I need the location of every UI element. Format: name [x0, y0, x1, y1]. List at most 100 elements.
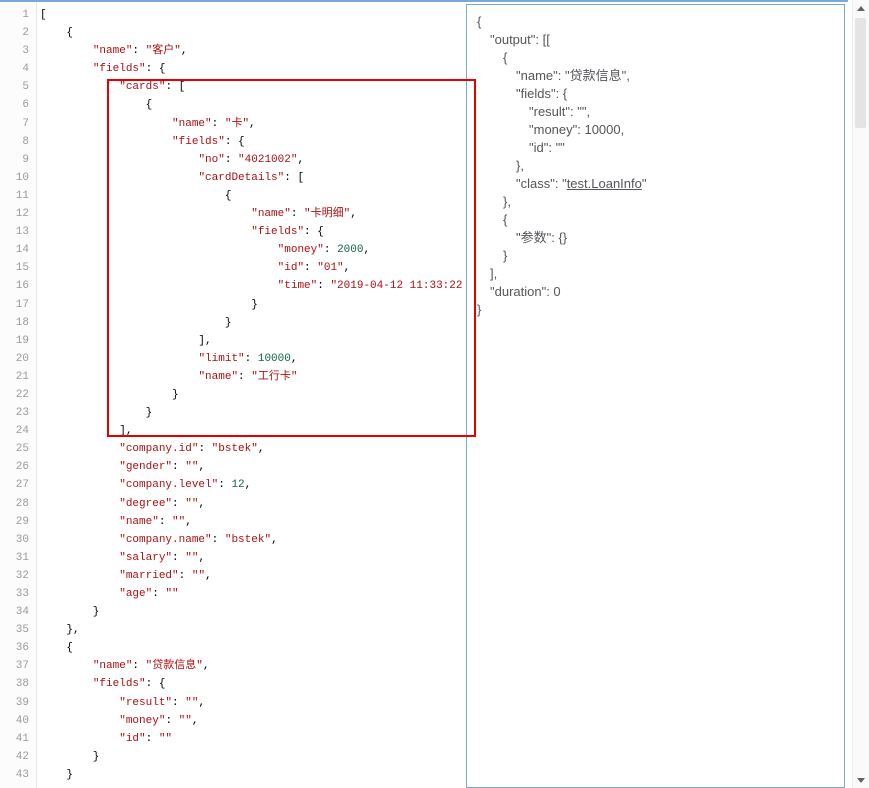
code-token: 10000 — [257, 352, 291, 365]
code-token: , — [180, 45, 188, 58]
code-token: : { — [224, 135, 245, 148]
line-number: 8 — [22, 135, 29, 148]
code-token: "2019-04-12 11:33:22" — [330, 280, 464, 293]
code-token: "" — [178, 714, 192, 727]
code-token: "" — [158, 732, 173, 745]
output-token: "参数": {} — [516, 230, 568, 245]
line-number: 20 — [15, 352, 29, 365]
scroll-down-button[interactable] — [853, 772, 869, 788]
page-scrollbar[interactable] — [852, 0, 869, 788]
output-line: "result": "", — [477, 103, 834, 121]
line-number: 30 — [15, 533, 29, 546]
code-token: "" — [185, 551, 199, 564]
line-number: 43 — [15, 768, 29, 781]
output-line: "参数": {} — [477, 229, 834, 247]
line-number: 2 — [22, 27, 29, 40]
output-token: "result": "", — [529, 104, 591, 119]
code-token: "gender" — [119, 461, 173, 474]
code-token: "工行卡" — [251, 370, 298, 383]
panel-top-border — [0, 0, 848, 2]
code-line: "money": "", — [40, 712, 464, 730]
class-link[interactable]: test.LoanInfo — [566, 176, 642, 191]
line-number: 10 — [15, 171, 29, 184]
editor-code[interactable]: [ { "name": "客户", "fields": { "cards": [… — [37, 2, 464, 788]
code-token — [40, 552, 119, 564]
line-number: 35 — [15, 624, 29, 637]
code-line: "limit": 10000, — [40, 350, 464, 368]
line-number: 40 — [15, 714, 29, 727]
code-token: , — [191, 714, 199, 727]
line-number: 42 — [15, 750, 29, 763]
code-token: "fields" — [172, 135, 225, 148]
code-token: , — [290, 352, 298, 365]
code-token: "name" — [92, 45, 133, 58]
code-line: "fields": { — [40, 223, 464, 241]
code-token: "" — [185, 497, 199, 510]
code-line: "fields": { — [40, 60, 464, 78]
line-number: 18 — [15, 316, 29, 329]
code-token: : — [158, 515, 173, 528]
code-token: : — [178, 569, 192, 582]
code-line: "id": "01", — [40, 259, 464, 277]
code-token: , — [244, 479, 252, 492]
scroll-up-button[interactable] — [853, 0, 869, 16]
line-number: 16 — [15, 280, 29, 293]
code-token: , — [271, 533, 278, 546]
code-token: "cards" — [119, 81, 166, 94]
code-token — [40, 443, 119, 455]
code-token: { — [40, 189, 232, 202]
code-line: } — [40, 386, 464, 404]
code-line: { — [40, 24, 464, 42]
output-content: {"output": [[{"name": "贷款信息","fields": {… — [477, 13, 834, 319]
code-line: "age": "" — [40, 585, 464, 603]
line-number: 25 — [15, 443, 29, 456]
output-line: "fields": { — [477, 85, 834, 103]
scrollbar-thumb[interactable] — [855, 18, 866, 128]
code-token — [40, 461, 119, 473]
code-line: "name": "卡", — [40, 115, 464, 133]
code-token — [40, 136, 172, 148]
line-number: 21 — [15, 370, 29, 383]
code-line: } — [40, 766, 464, 784]
line-number: 14 — [15, 244, 29, 257]
line-number: 26 — [15, 461, 29, 474]
output-line: "output": [[ — [477, 31, 834, 49]
output-token: ], — [490, 266, 498, 281]
code-token: "company.name" — [119, 533, 212, 546]
output-token: }, — [503, 194, 511, 209]
code-token: : — [244, 352, 258, 365]
code-token: : — [211, 533, 225, 546]
code-token: 2000 — [337, 244, 364, 257]
code-line: "fields": { — [40, 675, 464, 693]
code-token: "客户" — [145, 45, 181, 58]
code-token: : { — [304, 226, 324, 239]
code-token: : — [145, 732, 159, 745]
code-token: : — [211, 117, 225, 130]
output-token: "fields": { — [516, 86, 568, 101]
output-token: } — [503, 248, 508, 263]
code-token: "贷款信息" — [145, 660, 203, 673]
arrow-up-icon — [857, 5, 865, 11]
code-token: , — [198, 551, 206, 564]
scrollbar-track[interactable] — [853, 16, 869, 772]
code-token: , — [297, 153, 305, 166]
line-number: 3 — [22, 45, 29, 58]
output-token: "duration": 0 — [490, 284, 561, 299]
code-token: "01" — [317, 262, 344, 275]
code-token: , — [343, 262, 351, 275]
line-number: 5 — [22, 81, 29, 94]
code-token — [40, 498, 119, 510]
output-token: "money": 10000, — [529, 122, 625, 137]
output-token: { — [477, 14, 482, 29]
line-number: 34 — [15, 606, 29, 619]
output-line: { — [477, 211, 834, 229]
code-token — [40, 208, 251, 220]
code-token: "fields" — [92, 678, 146, 691]
output-panel[interactable]: {"output": [[{"name": "贷款信息","fields": {… — [466, 4, 845, 788]
code-token: "name" — [198, 370, 239, 383]
output-token: { — [503, 50, 508, 65]
output-line: "money": 10000, — [477, 121, 834, 139]
output-line: } — [477, 247, 834, 265]
output-line: }, — [477, 193, 834, 211]
